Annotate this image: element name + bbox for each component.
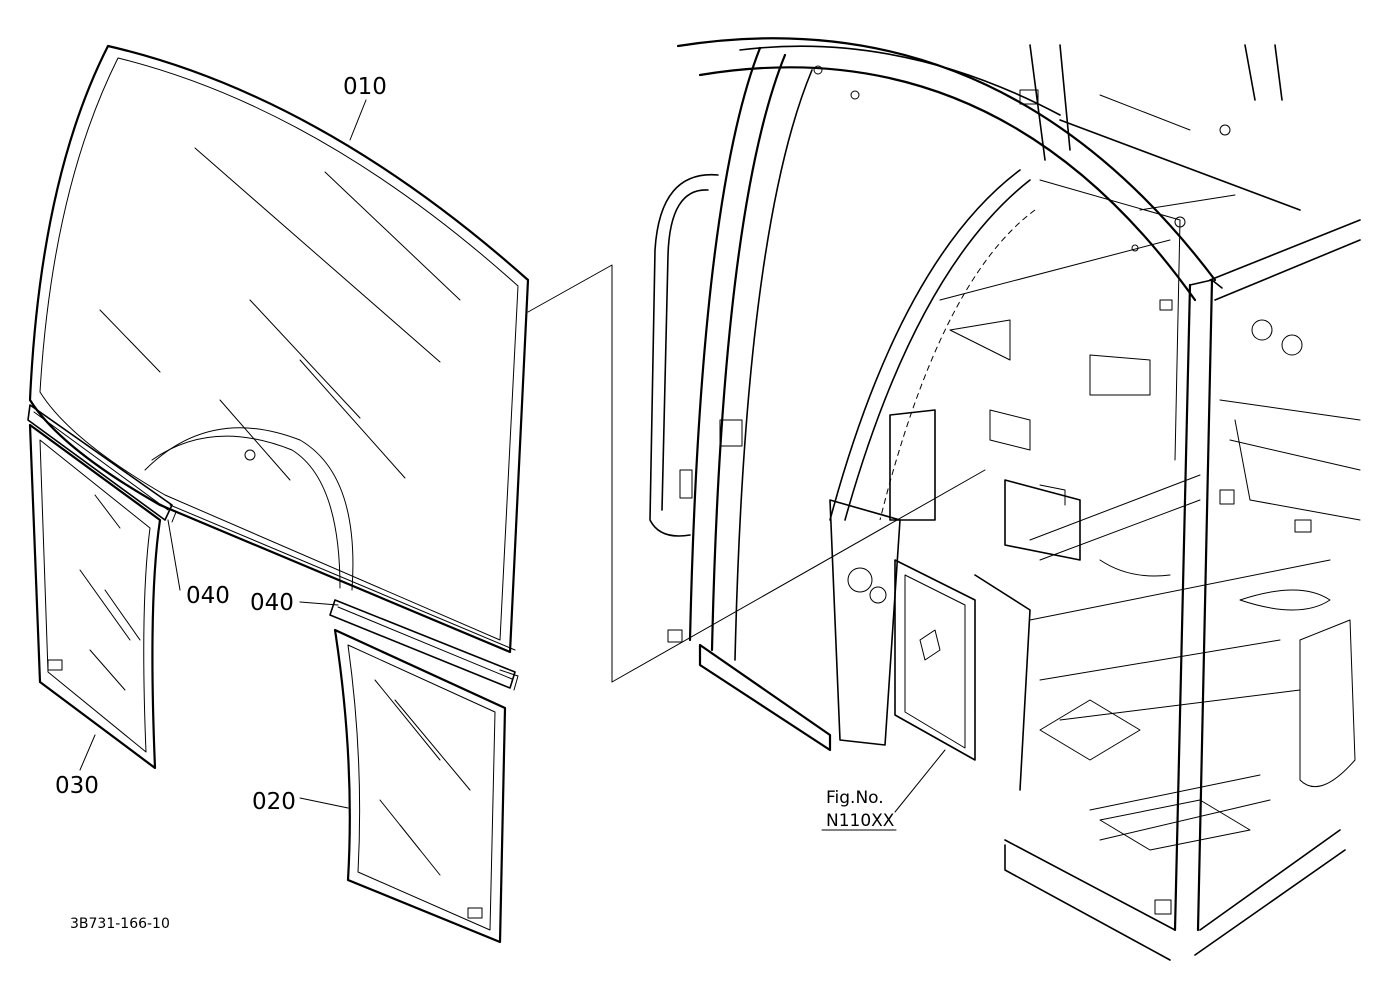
front-glass-010[interactable] (28, 44, 530, 654)
callout-010: 010 (343, 74, 387, 100)
callout-030: 030 (55, 773, 99, 799)
cab-frame-illustration (649, 37, 1361, 961)
seal-strip-040-right[interactable] (329, 599, 519, 691)
callout-040-left: 040 (186, 583, 230, 609)
leader-lines (79, 99, 986, 809)
callout-020: 020 (252, 789, 296, 815)
callout-040-right: 040 (250, 590, 294, 616)
drawing-number: 3B731-166-10 (70, 916, 170, 932)
fig-ref-line2: N110XX (826, 811, 895, 831)
seal-strip-040-left[interactable] (27, 404, 177, 523)
fig-ref-leader (894, 749, 946, 813)
fig-ref-line1: Fig.No. (826, 788, 884, 808)
side-glass-030[interactable] (28, 423, 162, 770)
side-glass-020[interactable] (333, 628, 507, 944)
